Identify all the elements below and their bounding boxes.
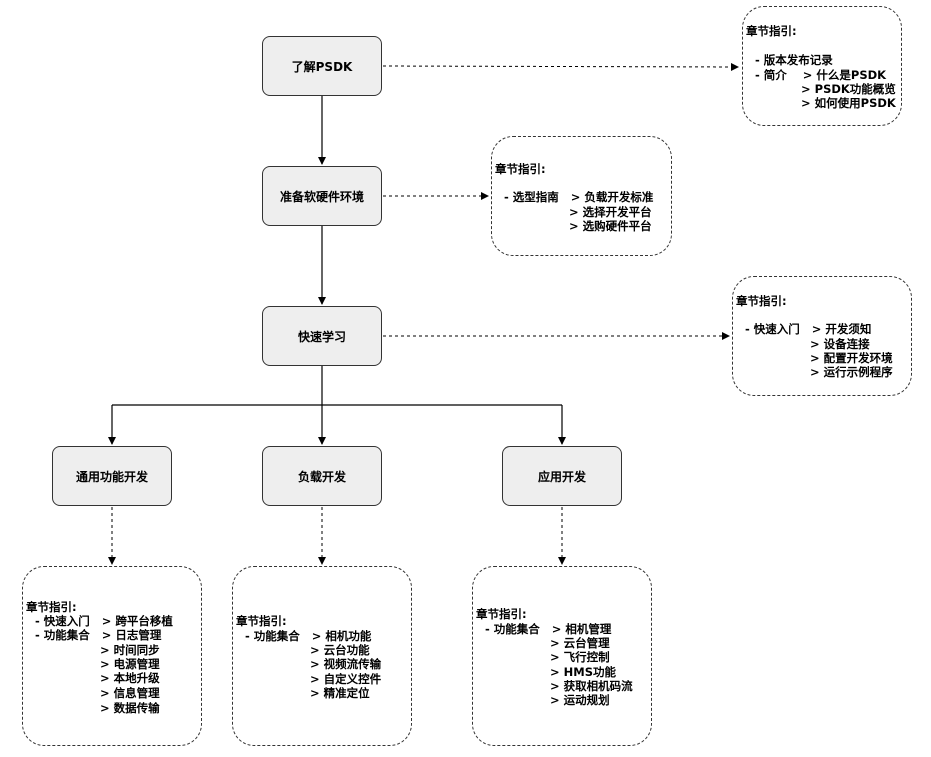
- note-line: > 运行示例程序: [810, 365, 893, 379]
- note-line: > 数据传输: [100, 701, 160, 715]
- note-line: > 云台功能: [310, 643, 370, 657]
- note-line: > 电源管理: [100, 657, 160, 671]
- node-prepare-environment: 准备软硬件环境: [262, 166, 382, 226]
- note-line: > 云台管理: [550, 636, 610, 650]
- note-line: > 配置开发环境: [810, 351, 893, 365]
- note-line: - 功能集合 > 相机管理: [485, 622, 612, 636]
- note-line: - 版本发布记录: [755, 53, 833, 67]
- note-line: - 功能集合 > 日志管理: [35, 628, 162, 642]
- node-app-development: 应用开发: [502, 446, 622, 506]
- note-general: 章节指引: - 快速入门 > 跨平台移植 - 功能集合 > 日志管理 > 时间同…: [22, 566, 202, 746]
- edge-learn-note: [382, 62, 739, 71]
- note-title: 章节指引:: [236, 614, 287, 628]
- note-line: > 选择开发平台: [569, 205, 652, 219]
- note-title: 章节指引:: [736, 294, 787, 308]
- note-prepare: 章节指引: - 选型指南 > 负载开发标准 > 选择开发平台 > 选购硬件平台: [491, 136, 672, 256]
- node-general-development: 通用功能开发: [52, 446, 172, 506]
- node-payload-development: 负载开发: [262, 446, 382, 506]
- note-line: - 快速入门 > 跨平台移植: [35, 614, 173, 628]
- note-line: - 选型指南 > 负载开发标准: [504, 190, 654, 204]
- note-line: > 设备连接: [810, 337, 870, 351]
- node-learn-psdk: 了解PSDK: [262, 36, 382, 96]
- note-title: 章节指引:: [476, 607, 527, 621]
- note-line: > 如何使用PSDK: [801, 96, 896, 110]
- note-line: - 快速入门 > 开发须知: [745, 322, 872, 336]
- note-payload: 章节指引: - 功能集合 > 相机功能 > 云台功能 > 视频流传输 > 自定义…: [232, 566, 412, 746]
- note-title: 章节指引:: [495, 162, 546, 176]
- note-line: > 自定义控件: [310, 672, 382, 686]
- note-learn: 章节指引: - 版本发布记录 - 简介 > 什么是PSDK > PSDK功能概览…: [742, 6, 902, 126]
- note-line: > 获取相机码流: [550, 679, 633, 693]
- note-line: > PSDK功能概览: [801, 82, 896, 96]
- note-app: 章节指引: - 功能集合 > 相机管理 > 云台管理 > 飞行控制 > HMS功…: [472, 566, 652, 746]
- node-quick-learning: 快速学习: [262, 306, 382, 366]
- note-line: > 信息管理: [100, 686, 160, 700]
- note-line: > HMS功能: [550, 665, 616, 679]
- note-line: > 时间同步: [100, 643, 160, 657]
- note-line: > 运动规划: [550, 693, 610, 707]
- note-line: > 选购硬件平台: [569, 219, 652, 233]
- note-line: - 功能集合 > 相机功能: [245, 629, 372, 643]
- note-title: 章节指引:: [746, 24, 797, 38]
- note-line: > 飞行控制: [550, 650, 610, 664]
- note-line: > 视频流传输: [310, 657, 382, 671]
- note-line: - 简介 > 什么是PSDK: [755, 68, 887, 82]
- note-title: 章节指引:: [26, 600, 77, 614]
- note-line: > 精准定位: [310, 686, 370, 700]
- note-line: > 本地升级: [100, 671, 160, 685]
- note-quick: 章节指引: - 快速入门 > 开发须知 > 设备连接 > 配置开发环境 > 运行…: [732, 276, 912, 396]
